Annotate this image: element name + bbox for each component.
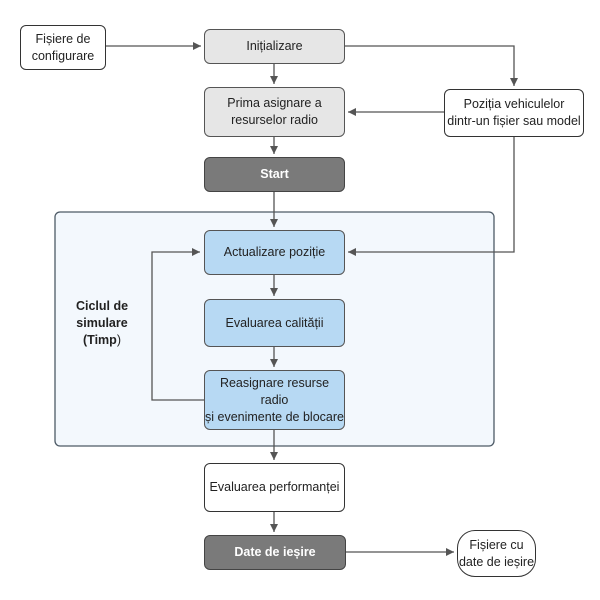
config-files-node: Fișiere de configurare (20, 25, 106, 70)
edge-reassign-loopback (151, 248, 204, 401)
vehicle-position-label: Poziția vehiculelor dintr-un fișier sau … (447, 97, 581, 128)
update-position-label: Actualizare poziție (223, 245, 326, 259)
output-files-label: Fișiere cu date de ieșire (458, 537, 535, 569)
output-files-node: Fișiere cu date de ieșire (457, 530, 536, 577)
edge-init-to-vehicle (345, 45, 518, 86)
simulation-loop-label-paren: ) (116, 333, 121, 347)
quality-evaluation-label: Evaluarea calității (225, 315, 324, 330)
first-assignment-label: Prima asignare a resurselor radio (227, 96, 322, 127)
initialization-node: Inițializare (204, 29, 345, 64)
simulation-loop-label-bold: Ciclul de simulare (Timp (75, 299, 129, 347)
reassign-resources-node: Reasignare resurse radio și evenimente d… (204, 370, 345, 430)
quality-evaluation-node: Evaluarea calității (204, 299, 345, 347)
reassign-resources-label: Reasignare resurse radio și evenimente d… (205, 375, 344, 424)
output-data-label: Date de ieșire (234, 545, 316, 559)
vehicle-position-node: Poziția vehiculelor dintr-un fișier sau … (444, 89, 584, 137)
first-assignment-node: Prima asignare a resurselor radio (204, 87, 345, 137)
config-files-label: Fișiere de configurare (31, 31, 95, 63)
initialization-label: Inițializare (246, 39, 303, 53)
update-position-node: Actualizare poziție (204, 230, 345, 275)
simulation-loop-label: Ciclul de simulare (Timp) (62, 298, 142, 349)
edge-vehicle-to-update (348, 137, 515, 256)
start-label: Start (260, 167, 289, 181)
start-node: Start (204, 157, 345, 192)
performance-evaluation-node: Evaluarea performanței (204, 463, 345, 512)
output-data-node: Date de ieșire (204, 535, 346, 570)
performance-evaluation-label: Evaluarea performanței (209, 480, 340, 494)
